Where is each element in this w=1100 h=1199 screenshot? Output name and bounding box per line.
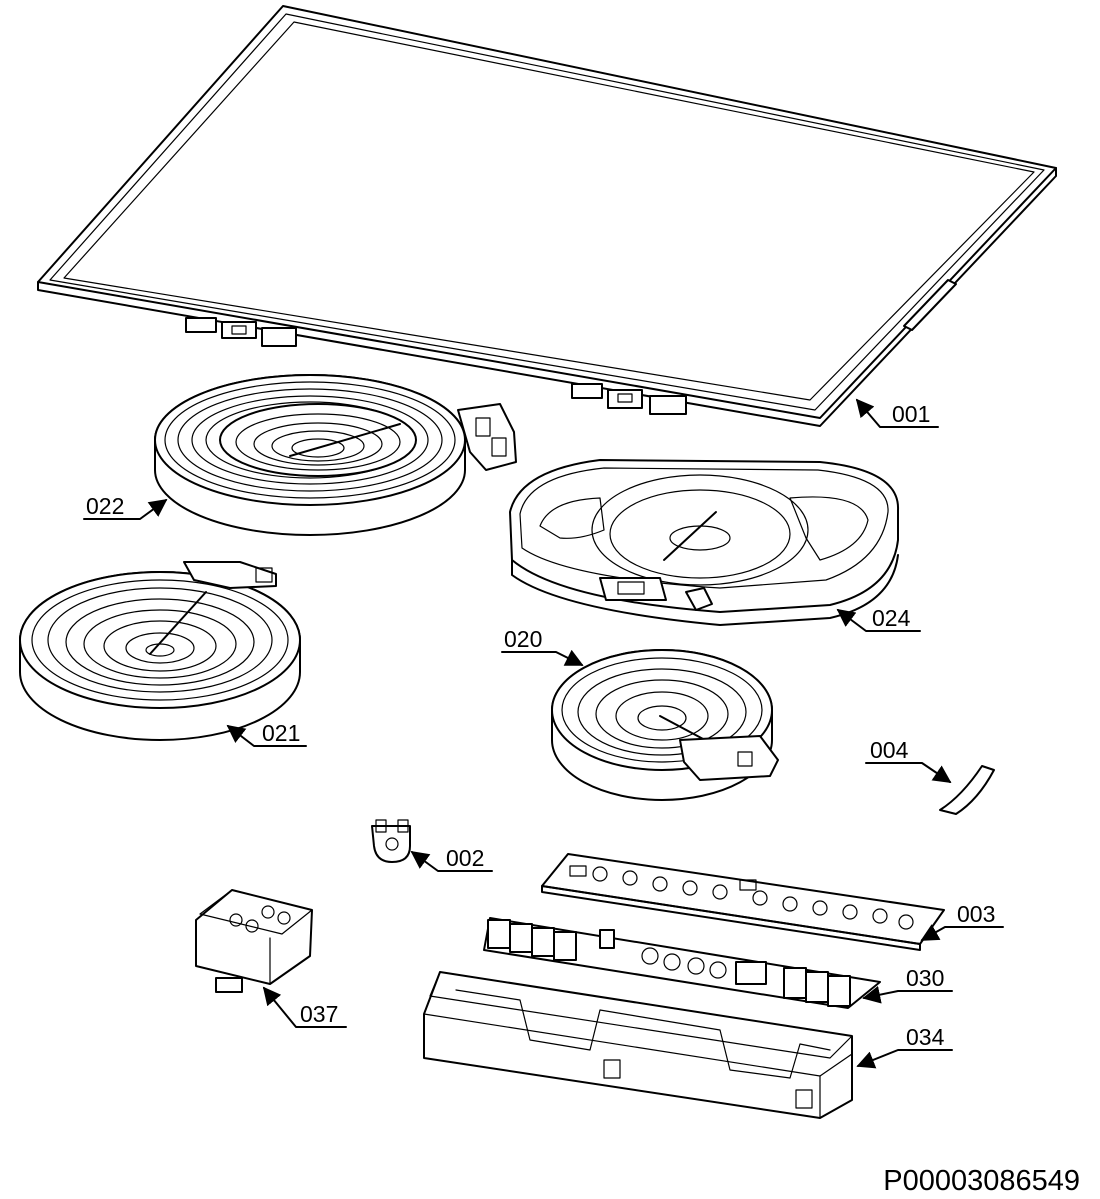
part-030-power-board[interactable] <box>483 917 881 1009</box>
callout-001: 001 <box>855 398 939 428</box>
heater-024-terminal <box>599 577 713 611</box>
board-030-relays-left <box>487 919 577 961</box>
callout-label-030: 030 <box>906 965 944 991</box>
glass-clip-side <box>903 279 957 331</box>
callout-label-004: 004 <box>870 737 909 763</box>
part-003-touch-control-board[interactable] <box>541 853 945 951</box>
callout-label-034: 034 <box>906 1024 945 1050</box>
document-reference-number: P00003086549 <box>883 1165 1080 1197</box>
heater-022-terminal <box>457 403 517 471</box>
callout-020: 020 <box>501 626 584 666</box>
board-030-relays-right <box>783 967 851 1007</box>
part-001-glass-top[interactable] <box>37 5 1057 427</box>
callout-021: 021 <box>226 720 307 747</box>
part-020-radiant-heater[interactable] <box>551 649 779 801</box>
callout-label-024: 024 <box>872 605 911 631</box>
callout-label-002: 002 <box>446 845 484 871</box>
callout-002: 002 <box>410 845 493 872</box>
callout-024: 024 <box>836 605 921 632</box>
callout-030: 030 <box>862 965 953 1004</box>
board-003-components <box>569 865 914 930</box>
callout-022: 022 <box>83 493 168 520</box>
board-030-components <box>599 929 767 985</box>
heater-020-terminal <box>679 735 779 781</box>
callout-label-001: 001 <box>892 401 930 427</box>
glass-clips-left <box>185 317 297 347</box>
part-024-oval-radiant-heater[interactable] <box>509 459 900 626</box>
callout-003: 003 <box>920 901 1004 941</box>
part-022-dual-radiant-heater[interactable] <box>154 374 517 536</box>
part-034-housing[interactable] <box>423 971 853 1119</box>
glass-clips-right <box>571 383 687 415</box>
callout-label-020: 020 <box>504 626 542 652</box>
callout-label-003: 003 <box>957 901 995 927</box>
callout-037: 037 <box>262 986 347 1028</box>
callout-label-022: 022 <box>86 493 124 519</box>
heater-021-terminal <box>183 561 277 589</box>
callout-label-021: 021 <box>262 720 300 746</box>
callout-004: 004 <box>865 737 952 784</box>
part-037-terminal-block[interactable] <box>195 889 313 993</box>
callout-034: 034 <box>856 1024 953 1069</box>
part-002-clip[interactable] <box>371 819 411 863</box>
part-004-flat-cable[interactable] <box>939 765 995 815</box>
callout-label-037: 037 <box>300 1001 338 1027</box>
part-021-radiant-heater[interactable] <box>19 561 301 741</box>
